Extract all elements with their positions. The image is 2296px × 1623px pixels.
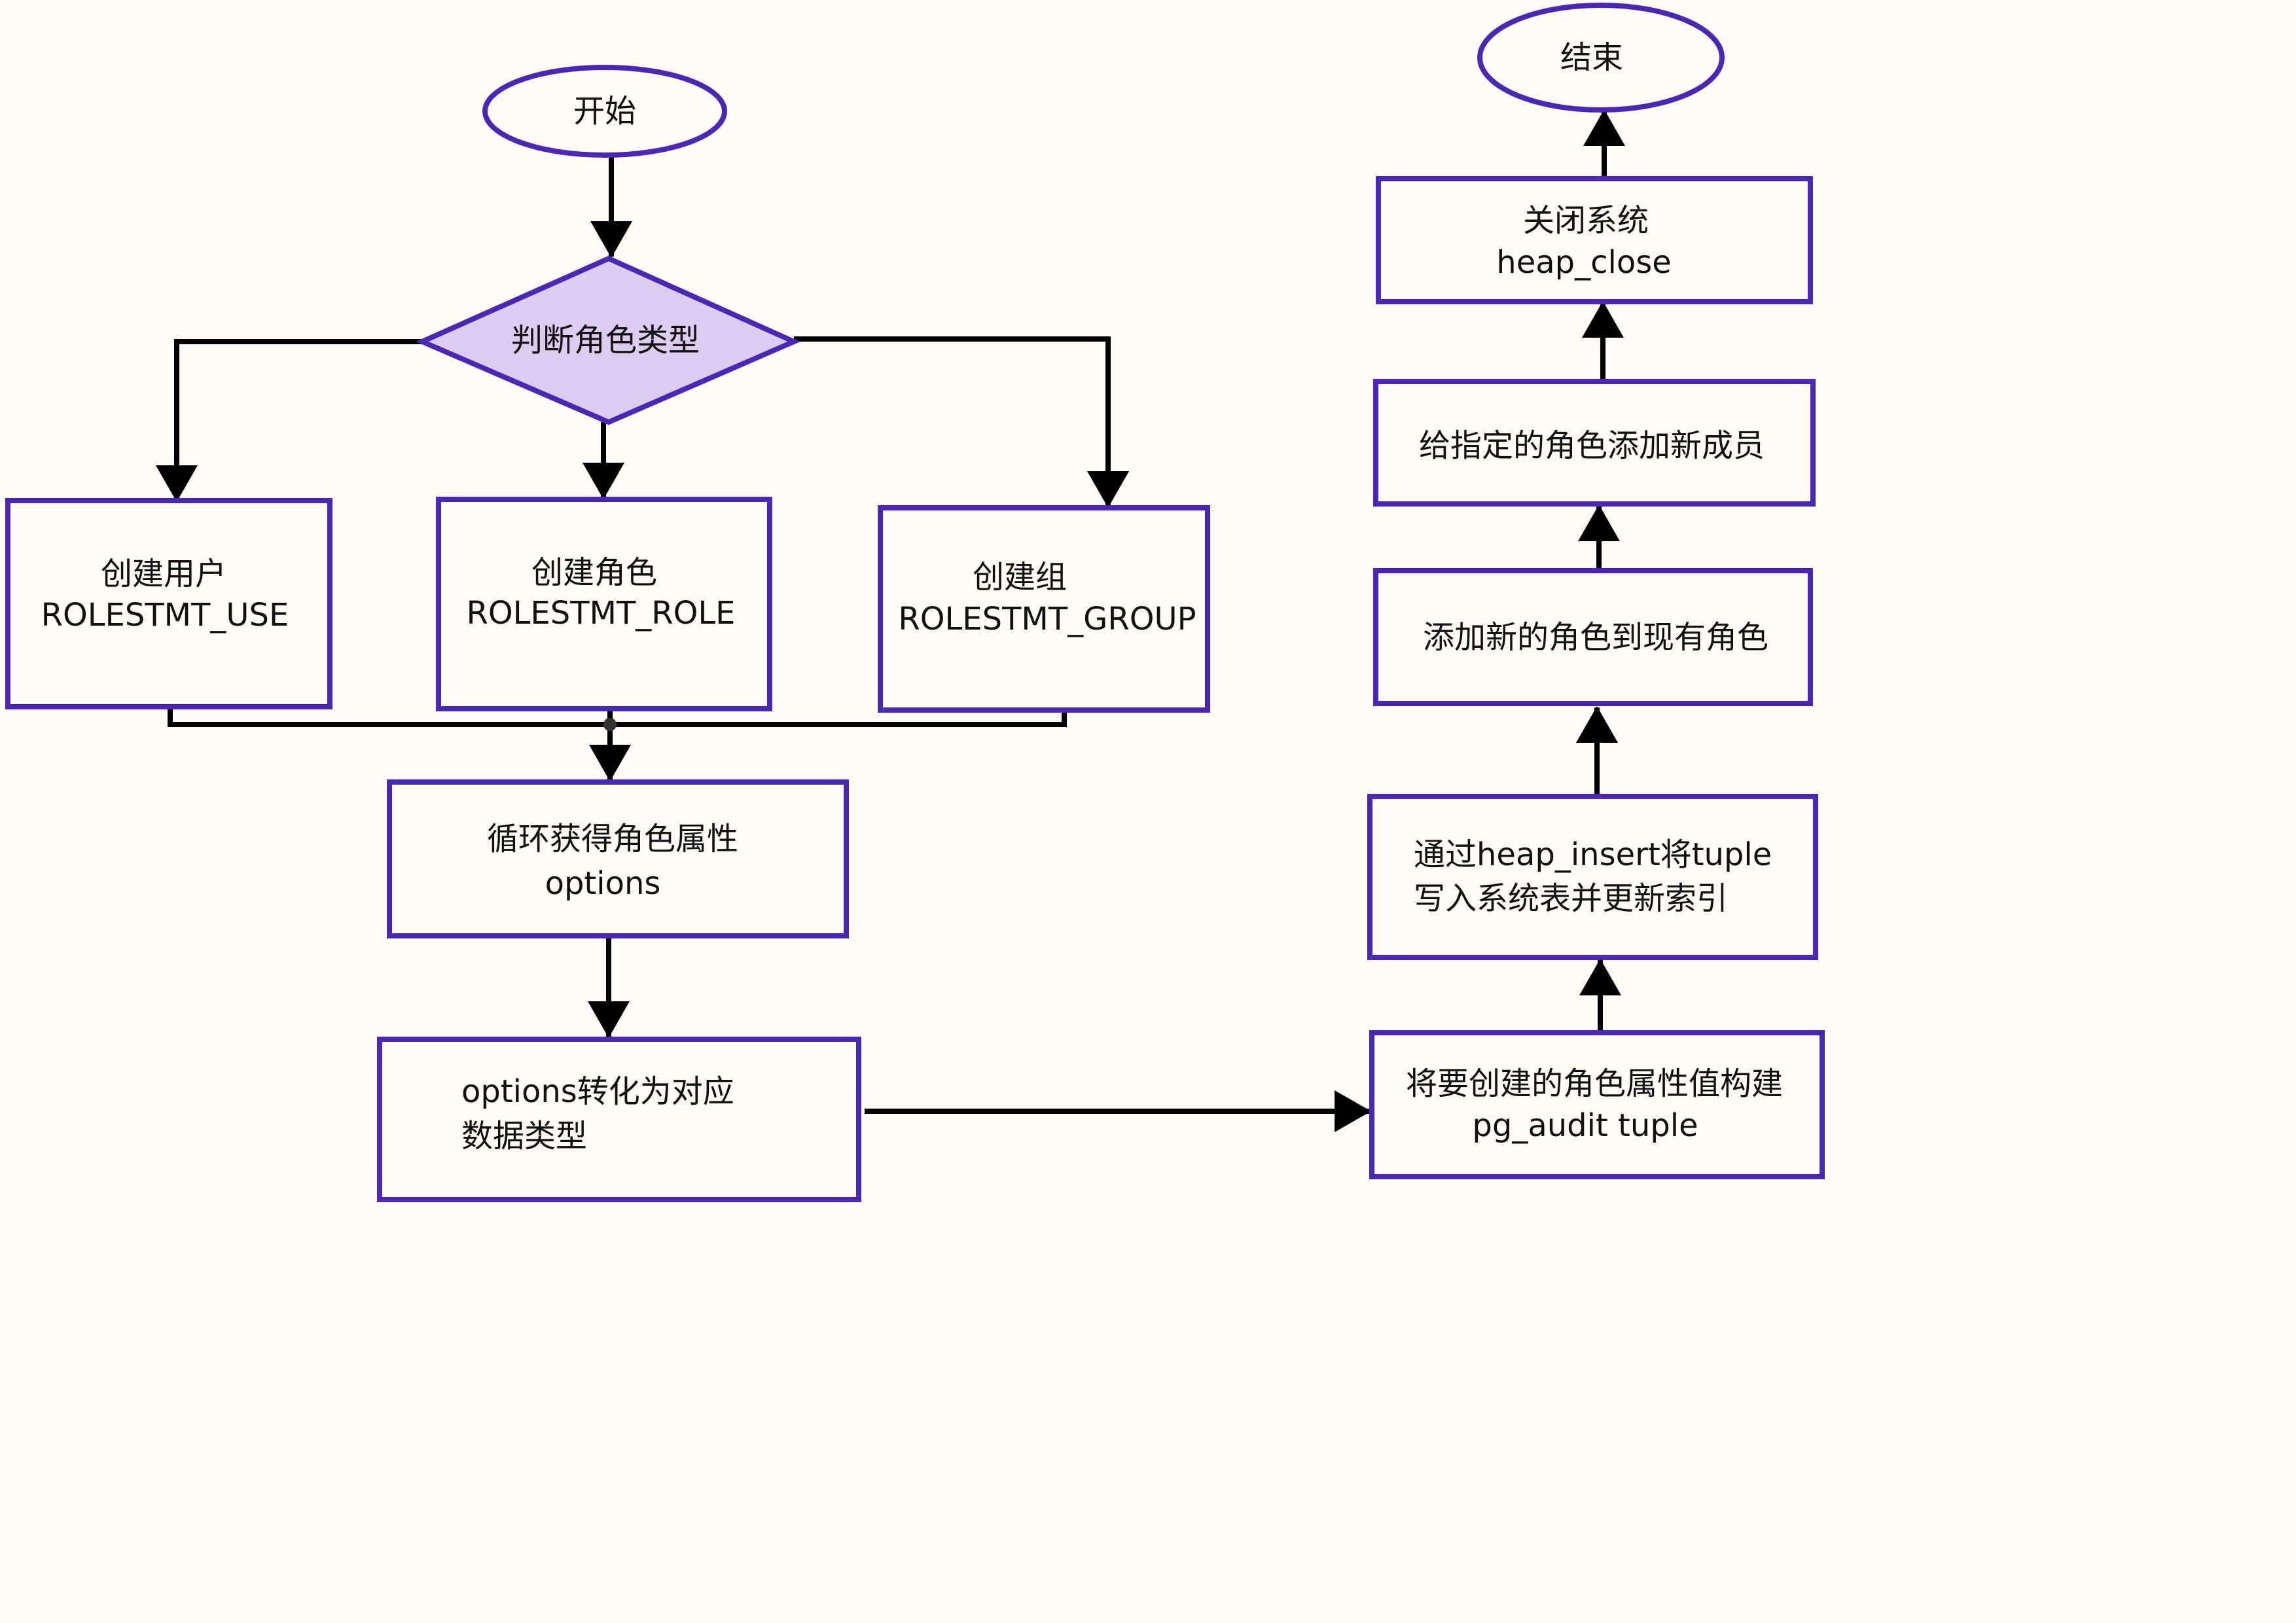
decision-node: 判断角色类型 bbox=[416, 255, 800, 425]
add-role-node: 添加新的角色到现有角色 bbox=[1373, 568, 1813, 706]
close-system-label-line2: heap_close bbox=[1496, 244, 1671, 281]
create-user-label-line1: 创建用户 bbox=[101, 556, 226, 592]
add-role-label: 添加新的角色到现有角色 bbox=[1423, 619, 1768, 656]
convert-options-node: options转化为对应 数据类型 bbox=[377, 1037, 861, 1202]
edge-decision-to-create-user bbox=[156, 339, 422, 502]
create-group-label-line2: ROLESTMT_GROUP bbox=[898, 601, 1196, 637]
end-label: 结束 bbox=[1560, 39, 1623, 76]
add-member-node: 给指定的角色添加新成员 bbox=[1373, 379, 1816, 507]
heap-insert-label-line1: 通过heap_insert将tuple bbox=[1414, 836, 1772, 873]
edge-create-user-to-loop-options bbox=[168, 707, 610, 727]
create-role-node: 创建角色 ROLESTMT_ROLE bbox=[436, 497, 772, 711]
start-label: 开始 bbox=[573, 93, 636, 130]
loop-options-label-line2: options bbox=[545, 865, 661, 902]
edges-layer bbox=[156, 109, 1625, 1132]
convert-options-label-line1: options转化为对应 bbox=[461, 1073, 734, 1110]
nodes-layer: 开始 判断角色类型 创建用户 ROLESTMT_USE 创建角色 ROLESTM… bbox=[5, 3, 1825, 1202]
create-group-node: 创建组 ROLESTMT_GROUP bbox=[878, 505, 1210, 713]
heap-insert-node: 通过heap_insert将tuple 写入系统表并更新索引 bbox=[1367, 794, 1818, 960]
start-node: 开始 bbox=[482, 65, 727, 158]
edge-decision-to-create-group bbox=[794, 336, 1129, 508]
loop-options-node: 循环获得角色属性 options bbox=[387, 779, 849, 938]
edge-create-group-to-loop-options bbox=[610, 710, 1067, 727]
create-role-label-line2: ROLESTMT_ROLE bbox=[467, 595, 736, 632]
convert-options-label-line2: 数据类型 bbox=[461, 1118, 587, 1154]
end-node: 结束 bbox=[1477, 3, 1725, 113]
create-group-label-line1: 创建组 bbox=[973, 559, 1067, 596]
heap-insert-label-line2: 写入系统表并更新索引 bbox=[1414, 880, 1728, 917]
create-role-label-line1: 创建角色 bbox=[531, 554, 657, 591]
close-system-node: 关闭系统 heap_close bbox=[1376, 176, 1813, 304]
close-system-label-line1: 关闭系统 bbox=[1523, 202, 1649, 239]
create-user-label-line2: ROLESTMT_USE bbox=[41, 597, 289, 633]
merge-junction-dot bbox=[603, 718, 617, 731]
add-member-label: 给指定的角色添加新成员 bbox=[1419, 427, 1765, 464]
loop-options-label-line1: 循环获得角色属性 bbox=[487, 821, 738, 857]
build-tuple-label-line1: 将要创建的角色属性值构建 bbox=[1406, 1065, 1783, 1102]
create-user-node: 创建用户 ROLESTMT_USE bbox=[5, 498, 332, 709]
build-tuple-node: 将要创建的角色属性值构建 pg_audit tuple bbox=[1369, 1030, 1825, 1179]
decision-label: 判断角色类型 bbox=[511, 322, 700, 359]
build-tuple-label-line2: pg_audit tuple bbox=[1472, 1107, 1698, 1144]
